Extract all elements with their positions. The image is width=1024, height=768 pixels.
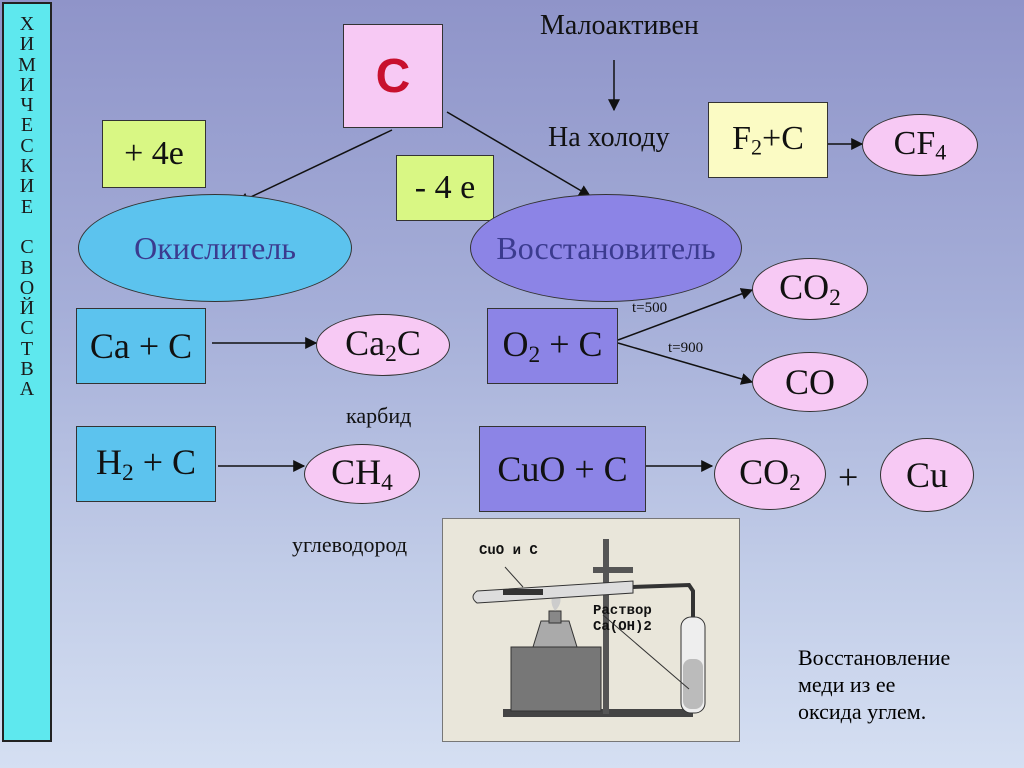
arrow-c-to-reducer	[446, 111, 592, 197]
arrow-o2-to-co2	[617, 288, 754, 341]
vertical-title-letter: М	[18, 53, 36, 76]
plus-4e-label: + 4е	[124, 135, 184, 172]
cu-ellipse: Cu	[880, 438, 974, 512]
co2-ellipse-top: CO2	[752, 258, 868, 320]
cf4-formula: CF4	[893, 124, 947, 165]
caption-line-1: Восстановление	[798, 645, 951, 670]
o2-c-box: O2 + C	[487, 308, 618, 384]
caption-line-2: меди из ее	[798, 672, 896, 697]
photo-label-caoh2: Ca(OH)2	[593, 619, 652, 635]
photo-label-cuo-c: CuO и C	[479, 543, 538, 559]
co2-formula-top: CO2	[779, 267, 841, 311]
vertical-title-letter: Ч	[20, 94, 34, 117]
co-formula: CO	[784, 362, 835, 402]
oxidizer-ellipse: Окислитель	[78, 194, 352, 302]
vertical-title-letter: В	[20, 358, 34, 381]
carbide-label: карбид	[346, 403, 412, 428]
co2-formula-bottom: CO2	[739, 452, 801, 496]
vertical-title-letter: Е	[20, 195, 34, 218]
f2-c-formula: F2+C	[732, 119, 804, 160]
oxidizer-label: Окислитель	[134, 229, 296, 266]
vertical-title-letter: Х	[19, 13, 35, 35]
caption-line-3: оксида углем.	[798, 699, 927, 724]
h2-c-formula: H2 + C	[95, 442, 197, 486]
vertical-title-letter: С	[20, 236, 34, 259]
vertical-title-letter: И	[19, 73, 35, 96]
cold-label: На холоду	[548, 122, 670, 153]
vertical-title-letter: Й	[19, 297, 35, 320]
co2-ellipse-bottom: CO2	[714, 438, 826, 510]
vertical-title-letter: Т	[20, 337, 34, 360]
ca-c-box: Ca + C	[76, 308, 206, 384]
carbon-symbol: C	[375, 49, 411, 103]
hydrocarbon-label: углеводород	[292, 532, 408, 557]
cu-formula: Cu	[905, 455, 948, 495]
t500-label: t=500	[632, 300, 668, 316]
carbon-box: C	[343, 24, 443, 128]
reducer-label: Восстановитель	[496, 229, 716, 266]
ch4-ellipse: CH4	[304, 444, 420, 504]
arrow-c-to-oxidizer	[236, 129, 393, 204]
cf4-ellipse: CF4	[862, 114, 978, 176]
f2-c-box: F2+C	[708, 102, 828, 178]
vertical-title-letter: И	[19, 33, 35, 56]
apparatus-drawing	[472, 539, 706, 717]
arrow-o2-to-co	[617, 342, 754, 385]
o2-c-formula: O2 + C	[502, 324, 603, 368]
caption: Восстановление меди из ее оксида углем.	[798, 644, 950, 725]
h2-c-box: H2 + C	[76, 426, 216, 502]
ca2c-ellipse: Ca2C	[316, 314, 450, 376]
vertical-title-letter: Е	[20, 114, 34, 137]
vertical-title-letter: А	[19, 378, 35, 401]
vertical-title-letter: С	[20, 134, 34, 157]
cuo-c-label: CuO + C	[497, 449, 628, 489]
vertical-title-letter: О	[19, 276, 35, 299]
co-ellipse: CO	[752, 352, 868, 412]
plus-sign: +	[838, 457, 859, 497]
minus-4e-label: - 4 е	[414, 169, 476, 206]
photo-label-solution: Раствор	[593, 603, 652, 619]
apparatus-photo: CuO и C Раствор Ca(OH)2	[442, 518, 740, 742]
ch4-formula: CH4	[331, 452, 393, 496]
low-activity-label: Малоактивен	[540, 10, 699, 41]
plus-4e-box: + 4е	[102, 120, 206, 188]
reducer-ellipse: Восстановитель	[470, 194, 742, 302]
minus-4e-box: - 4 е	[396, 155, 494, 221]
vertical-title-letter: С	[20, 317, 34, 340]
vertical-title-letter: И	[19, 175, 35, 198]
vertical-title-letter: В	[20, 256, 34, 279]
ca2c-formula: Ca2C	[345, 323, 421, 367]
t900-label: t=900	[668, 340, 704, 356]
vertical-title-letter: К	[20, 155, 34, 178]
ca-c-label: Ca + C	[89, 326, 193, 366]
cuo-c-box: CuO + C	[479, 426, 646, 512]
